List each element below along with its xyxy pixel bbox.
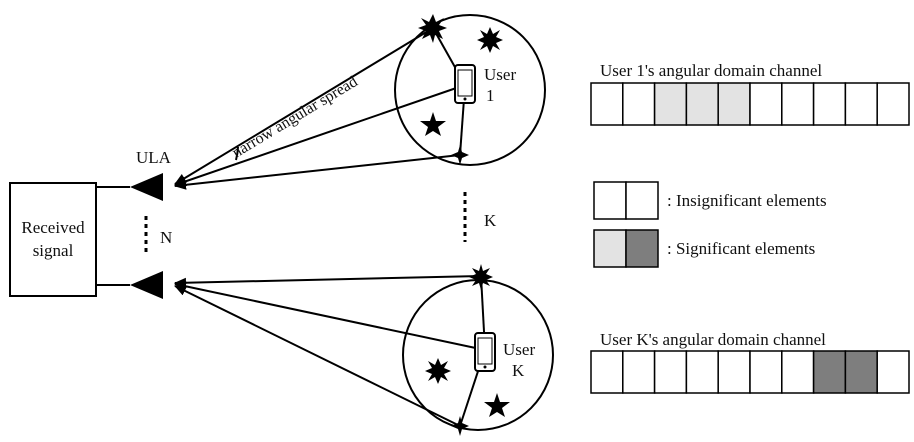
userK-channel-cell-5 <box>717 350 751 394</box>
user1-channel-cell-6 <box>749 82 783 126</box>
userK-channel-cell-2 <box>622 350 656 394</box>
userK-channel-cell-6 <box>749 350 783 394</box>
user1-ray-3 <box>174 154 461 190</box>
user1-channel-cell-5 <box>717 82 751 126</box>
legend-significant-label: : Significant elements <box>667 239 815 258</box>
star-icon <box>484 393 510 417</box>
scatterer-icon <box>451 145 469 165</box>
star-icon <box>420 112 446 136</box>
userK-channel-cells <box>590 350 910 394</box>
user1-channel-cells <box>590 82 910 126</box>
userK-channel-cell-4 <box>685 350 719 394</box>
userK-channel-cell-10 <box>876 350 910 394</box>
userK-ray-3 <box>174 285 461 427</box>
antenna-icon-bottom <box>130 271 163 299</box>
antenna-icon-top <box>130 173 163 201</box>
user1-channel-cell-1 <box>590 82 624 126</box>
scatterer-icon <box>477 27 503 53</box>
user1-channel-cell-2 <box>622 82 656 126</box>
userK-channel-cell-7 <box>781 350 815 394</box>
user1-label-line1: User <box>484 65 516 84</box>
userK-label-line1: User <box>503 340 535 359</box>
userK-channel-cell-1 <box>590 350 624 394</box>
k-label: K <box>484 211 497 230</box>
userK-channel-cell-3 <box>653 350 688 394</box>
scatterer-icon <box>469 264 493 290</box>
scatterer-icon <box>451 416 469 436</box>
ula-label: ULA <box>136 148 172 167</box>
user1-channel-cell-4 <box>685 82 719 126</box>
received-signal-box <box>9 182 97 297</box>
user1-channel-cell-9 <box>844 82 878 126</box>
userK-channel-title: User K's angular domain channel <box>600 330 826 349</box>
user1-scatter-region <box>394 14 546 166</box>
userK-channel-cell-9 <box>844 350 878 394</box>
scatterer-icon <box>425 358 451 384</box>
angular-spread-arc <box>235 146 239 161</box>
user1-channel-cell-7 <box>781 82 815 126</box>
userK-channel-cell-8 <box>812 350 847 394</box>
received-signal-label-line2: signal <box>33 241 74 260</box>
legend-insignificant-label: : Insignificant elements <box>667 191 827 210</box>
userK-label-line2: K <box>512 361 525 380</box>
user1-channel-cell-3 <box>653 82 688 126</box>
user1-channel-title: User 1's angular domain channel <box>600 61 822 80</box>
user1-phone-icon <box>454 64 476 104</box>
userK-phone-icon <box>474 332 496 372</box>
userK-ray-1 <box>174 275 482 288</box>
user1-channel-cell-10 <box>876 82 910 126</box>
received-signal-label-line1: Received <box>21 218 85 237</box>
user1-ray-1 <box>174 27 434 185</box>
user1-ray-2 <box>174 84 466 187</box>
legend-significant-swatch <box>593 229 659 268</box>
legend-insignificant-swatch <box>593 181 659 220</box>
n-label: N <box>160 228 172 247</box>
user1-channel-cell-8 <box>812 82 847 126</box>
user1-label-line2: 1 <box>486 86 495 105</box>
scatterer-icon <box>418 14 447 43</box>
userK-ray-2 <box>174 281 486 351</box>
angular-spread-label: narrow angular spread <box>229 73 360 161</box>
